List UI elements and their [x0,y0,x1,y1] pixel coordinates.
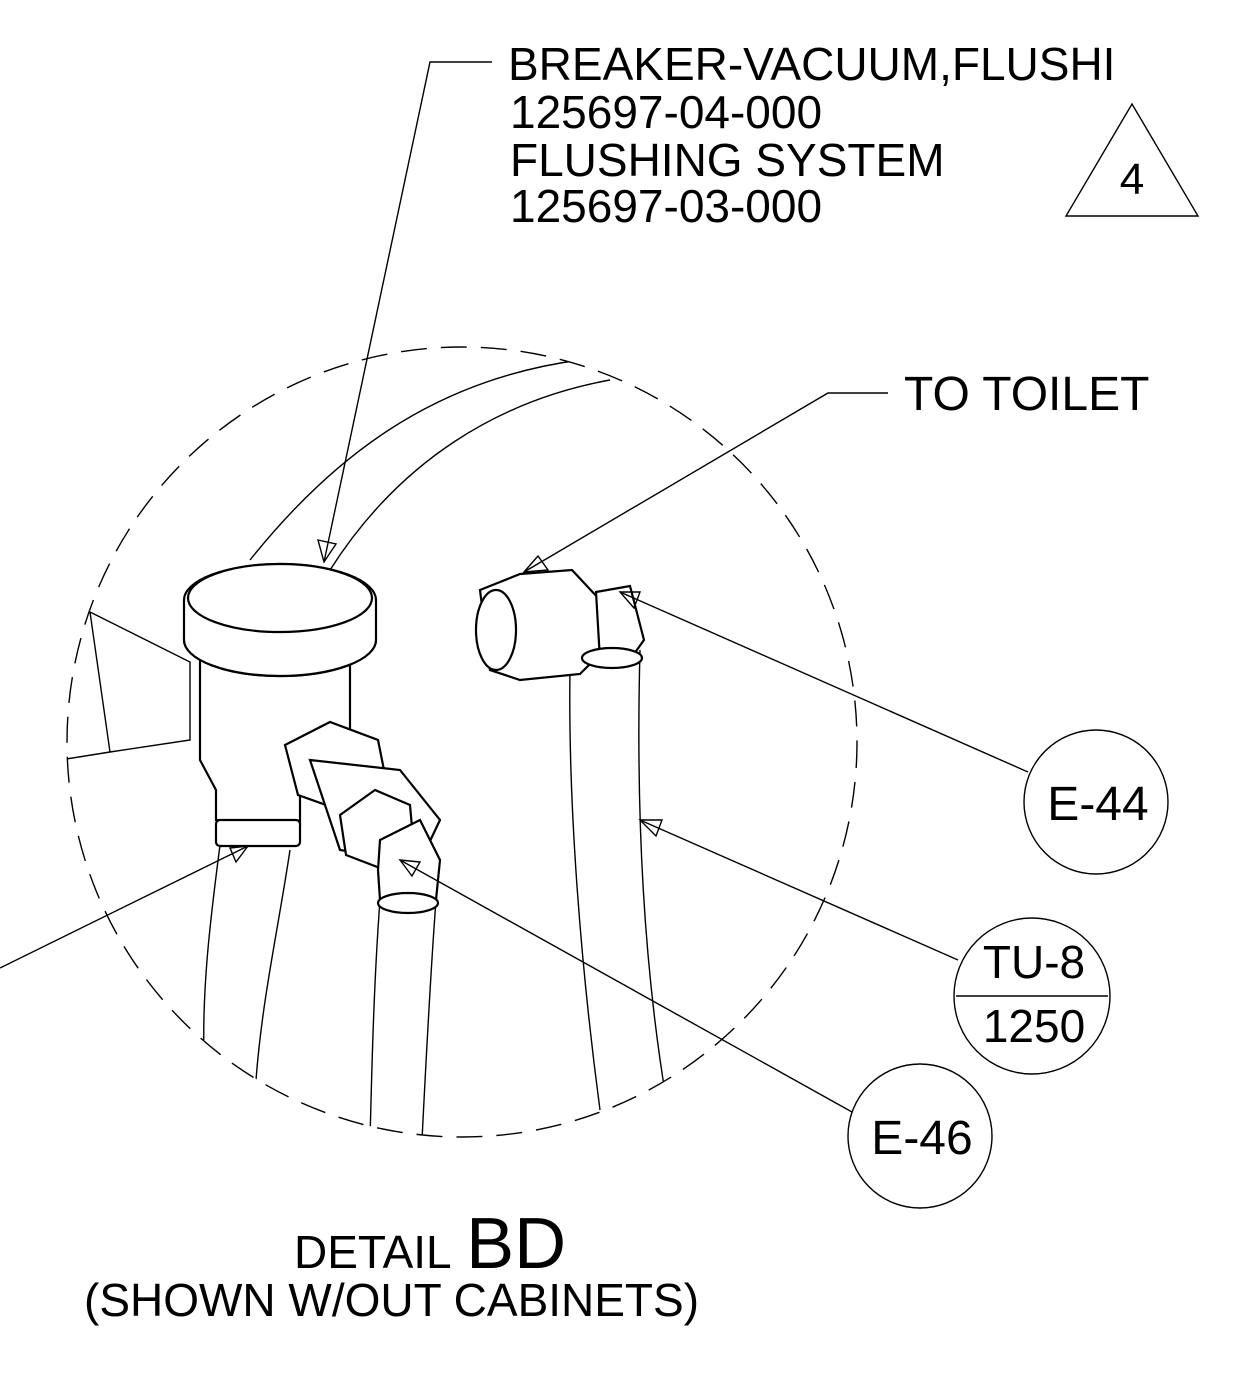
bubble-tu8 [953,917,1111,1075]
hose-center-a [369,899,381,1137]
detail-title-id: BD [466,1204,566,1284]
bracket-fragment [67,611,191,761]
toilet-connector [474,568,646,682]
detail-boundary-circle [66,346,858,1138]
leader-e46 [399,859,853,1113]
detail-subtitle: (SHOWN W/OUT CABINETS) [84,1274,699,1326]
leader-tu8 [639,819,959,961]
leader-e44-arrow [618,591,642,610]
detail-title-word: DETAIL [294,1226,452,1278]
hose-center-b [421,899,437,1137]
hose-right-a [569,669,601,1111]
hose-arc-inner [329,379,611,571]
leader-left-arrow [228,845,250,864]
bubble-tu8-top: TU-8 [983,936,1085,988]
leader-left-offpage [0,845,249,969]
callout-breaker-line1: BREAKER-VACUUM,FLUSHI [508,38,1115,90]
hose-left-b [255,849,291,1081]
leader-tu8-arrow [638,819,664,838]
callout-breaker-line3: FLUSHING SYSTEM [510,134,945,186]
callout-breaker-line2: 125697-04-000 [510,86,822,138]
leader-toilet [523,392,888,573]
leader-breaker-arrow [317,539,338,564]
leader-toilet-arrow [522,554,550,573]
revision-number: 4 [1120,155,1144,204]
bubble-e44 [1023,729,1169,875]
leader-e44 [619,591,1029,773]
callout-to-toilet: TO TOILET [904,368,1149,421]
bubble-e46-label: E-46 [871,1112,972,1165]
leader-lines [0,61,1029,1113]
leader-breaker [323,61,492,563]
hose-right-b [638,649,669,1111]
callout-breaker-line4: 125697-03-000 [510,180,822,232]
hose-arc-outer [249,359,581,561]
bubble-tu8-bottom: 1250 [983,1000,1085,1052]
bubble-e46 [847,1063,993,1209]
revision-triangle [1064,102,1200,217]
bubble-e44-label: E-44 [1047,778,1148,831]
detail-geometry [67,359,669,1137]
detail-title: DETAIL BD [294,1204,566,1284]
vacuum-breaker [182,562,442,915]
leader-e46-arrow [398,859,422,878]
